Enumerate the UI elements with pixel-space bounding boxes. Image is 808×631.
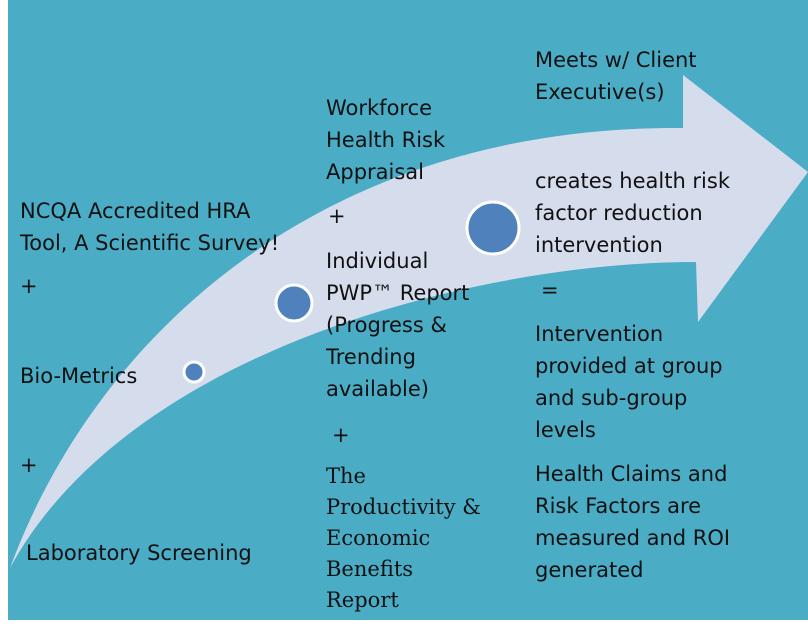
plus-sign: + [20, 274, 38, 298]
workforce-hra-text: Workforce Health Risk Appraisal [326, 96, 446, 184]
equals-sign: = [541, 278, 559, 302]
plus-sign: + [328, 204, 346, 228]
curved-arrow [10, 75, 808, 568]
intervention-levels-text: Intervention provided at group and sub-g… [535, 322, 723, 442]
intervention-creation-text: creates health risk factor reduction int… [535, 169, 730, 257]
medium-stage-dot [274, 283, 314, 323]
client-executive-text: Meets w/ Client Executive(s) [535, 48, 697, 104]
biometrics-text: Bio-Metrics [20, 364, 138, 388]
hra-tool-text: NCQA Accredited HRA Tool, A Scientific S… [20, 199, 280, 255]
productivity-report-text: The Productivity & Economic Benefits Rep… [326, 464, 481, 612]
lab-screening-text: Laboratory Screening [26, 541, 252, 565]
claims-roi-text: Health Claims and Risk Factors are measu… [535, 462, 731, 582]
large-stage-dot [465, 200, 521, 256]
plus-sign: + [20, 453, 38, 477]
plus-sign: + [332, 423, 350, 447]
small-stage-dot [182, 360, 206, 384]
progress-arrow-graphic [10, 75, 808, 568]
individual-report-text: Individual PWP™ Report (Progress & Trend… [326, 249, 470, 401]
diagram-canvas: NCQA Accredited HRA Tool, A Scientific S… [8, 0, 808, 620]
